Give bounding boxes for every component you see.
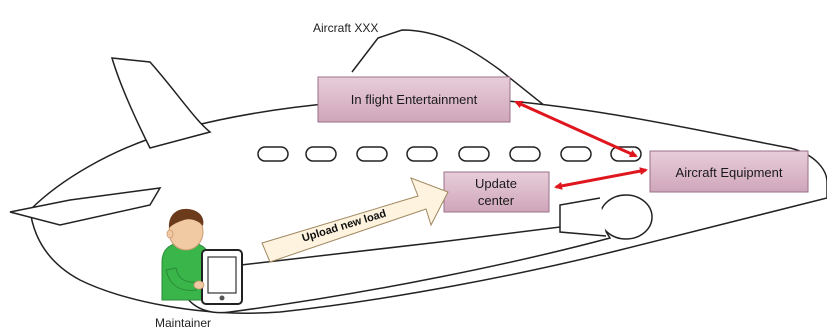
engine [599,194,653,240]
window [305,146,337,162]
node-update-center-line1: Update [475,176,517,191]
update-equipment-connector [554,167,648,190]
connectors [514,100,648,190]
window [610,146,642,162]
node-aircraft-equipment: Aircraft Equipment [649,150,809,193]
window [356,146,388,162]
maintainer-hair [168,208,204,228]
horizontal-stabilizer [9,187,162,226]
node-aircraft-equipment-label: Aircraft Equipment [676,165,783,180]
maintainer-figure [161,208,243,305]
lower-wing [179,221,612,314]
node-in-flight-entertainment-label: In flight Entertainment [351,92,478,107]
window [509,146,541,162]
window [560,146,592,162]
tail-fin [110,57,212,149]
window [458,146,490,162]
aircraft-label: Aircraft XXX [313,21,378,35]
window [257,146,289,162]
node-update-center-line2: center [478,193,515,208]
upload-arrow-shape [261,177,449,263]
window [406,146,438,162]
ife-equipment-connector [514,100,638,158]
node-in-flight-entertainment: In flight Entertainment [317,76,511,123]
maintainer-label: Maintainer [155,316,211,330]
node-update-center: Update center [443,171,550,213]
